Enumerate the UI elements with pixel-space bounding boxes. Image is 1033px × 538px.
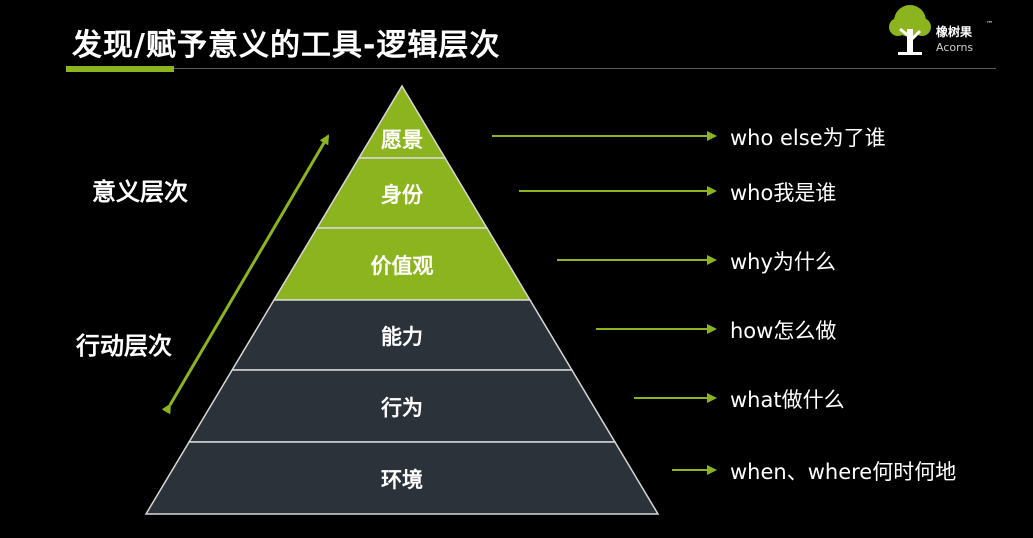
trademark-mark: ™	[986, 20, 993, 28]
title-accent-bar	[66, 66, 174, 72]
acorns-logo: 橡树果 ™ Acorns	[888, 3, 1008, 59]
level-description-5: what做什么	[730, 388, 845, 412]
direction-double-arrow	[161, 134, 330, 415]
logo-text-cn: 橡树果	[936, 25, 973, 39]
level-description-1: who else为了谁	[730, 126, 886, 150]
layer-label-6: 环境	[381, 468, 423, 492]
layer-label-3: 价值观	[370, 254, 434, 278]
level-description-4: how怎么做	[730, 319, 837, 343]
layer-label-1: 愿景	[381, 128, 423, 152]
level-description-6: when、where何时何地	[730, 460, 957, 484]
slide-title: 发现/赋予意义的工具-逻辑层次	[72, 28, 501, 63]
tree-icon	[889, 5, 931, 55]
title-divider	[66, 68, 996, 69]
level-description-3: why为什么	[730, 250, 836, 274]
pyramid-layer-6	[144, 441, 660, 515]
layer-label-5: 行为	[381, 396, 423, 420]
level-description-2: who我是谁	[730, 181, 837, 205]
action-level-label: 行动层次	[76, 332, 172, 360]
layer-label-2: 身份	[381, 183, 423, 207]
logo-text-en: Acorns	[936, 41, 974, 54]
layer-label-4: 能力	[381, 325, 423, 349]
